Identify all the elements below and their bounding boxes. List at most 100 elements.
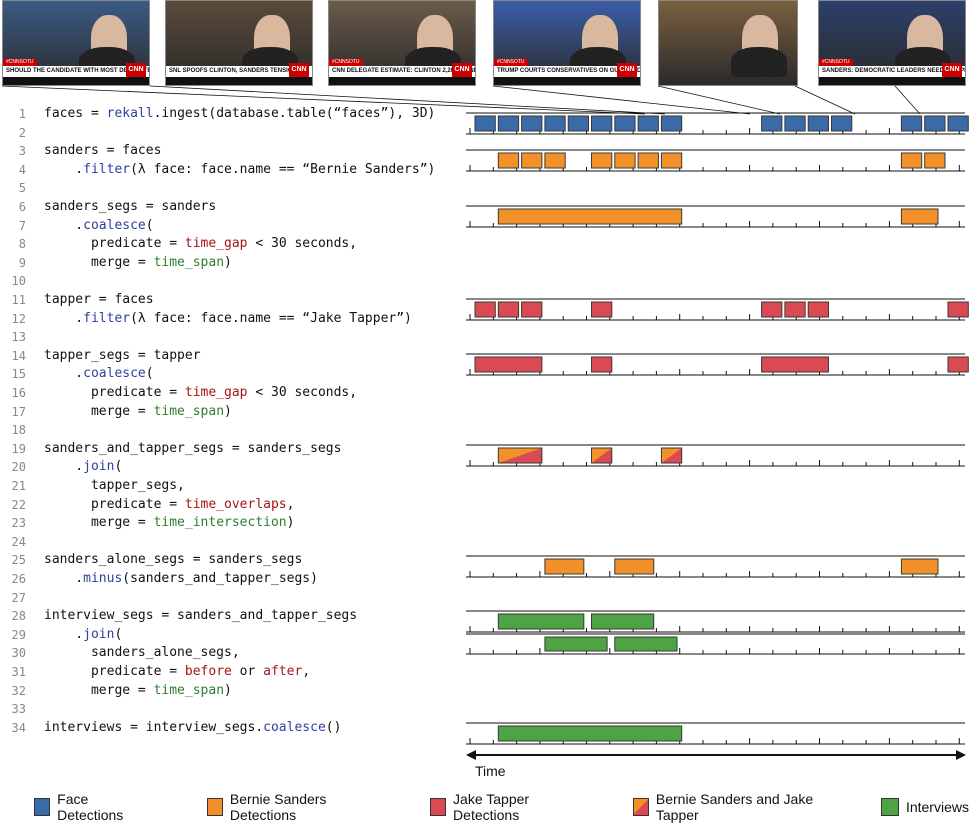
code-line: interview_segs = sanders_and_tapper_segs (44, 608, 357, 623)
segment-interview_segs_a (497, 613, 585, 630)
time-axis-right-arrow (956, 750, 966, 760)
thumbnail-ticker (819, 77, 965, 85)
code-line: .coalesce( (44, 366, 153, 382)
segment-faces (497, 115, 520, 132)
cnn-logo: CNN (942, 63, 962, 77)
segment-sanders (660, 152, 683, 169)
segment-tapper (807, 301, 829, 318)
line-number: 17 (11, 404, 26, 419)
line-number: 8 (18, 237, 26, 252)
code-line: tapper_segs = tapper (44, 348, 201, 363)
code-token: sanders = faces (44, 143, 162, 159)
segment-sanders (591, 152, 613, 169)
thumbnail-banner: CNN DELEGATE ESTIMATE: CLINTON 2,267; SA… (329, 66, 475, 77)
segment-sanders (521, 152, 543, 169)
code-line: sanders_alone_segs = sanders_segs (44, 552, 302, 567)
segment-tapper (497, 301, 520, 318)
time-axis-label: Time (475, 763, 506, 779)
legend-label: Bernie Sanders and Jake Tapper (655, 791, 814, 823)
thumbnail-connector-line (657, 85, 781, 115)
segment-faces (761, 115, 783, 132)
code-token: predicate = (44, 385, 185, 400)
legend-label: Jake Tapper Detections (453, 791, 530, 823)
code-line: merge = time_intersection) (44, 515, 295, 530)
code-token: before (184, 664, 232, 679)
line-number: 14 (11, 348, 26, 363)
code-token: , (302, 664, 311, 679)
line-number: 7 (18, 218, 26, 233)
code-token: interview_segs = sanders_and_tapper_segs (44, 608, 358, 624)
segment-sanders_and_tapper_segs (660, 447, 683, 464)
line-number: 19 (11, 441, 26, 456)
code-line: predicate = time_overlaps, (44, 497, 295, 512)
code-token: or (231, 664, 264, 679)
line-number: 28 (11, 609, 26, 624)
code-line: .filter(λ face: face.name == “Jake Tappe… (44, 311, 412, 326)
cnn-logo: CNN (289, 63, 309, 77)
code-line: predicate = time_gap < 30 seconds, (44, 385, 357, 400)
line-number: 33 (11, 702, 26, 717)
line-number: 2 (18, 125, 26, 140)
code-line: interviews = interview_segs.coalesce() (44, 720, 341, 735)
segment-sanders_alone_segs (544, 558, 585, 575)
segment-sanders (497, 152, 520, 169)
code-token: rekall (106, 106, 154, 121)
code-token: merge = (44, 403, 154, 419)
code-token: time_gap (184, 385, 248, 400)
thumbnail-ticker (329, 77, 475, 85)
line-number: 16 (11, 386, 26, 400)
code-token: ( (114, 459, 123, 475)
code-token: () (325, 719, 342, 735)
cnn-logo: CNN (617, 63, 637, 77)
code-line: .join( (44, 459, 122, 474)
thumbnail-connector-line (492, 85, 751, 115)
code-line: .filter(λ face: face.name == “Bernie San… (44, 162, 435, 177)
segment-faces (544, 115, 566, 132)
code-token: coalesce (83, 366, 146, 382)
thumbnail-connector-line (1, 85, 646, 115)
line-number: 34 (11, 720, 26, 735)
line-number: 10 (11, 274, 26, 289)
code-token: time_span (153, 403, 225, 419)
code-token: . (44, 571, 84, 586)
segment-sanders_segs (900, 208, 939, 225)
segment-sanders (637, 152, 659, 169)
segment-faces (660, 115, 683, 132)
thumbnail-banner: SHOULD THE CANDIDATE WITH MOST DELEGATES… (3, 66, 149, 77)
code-line: sanders_and_tapper_segs = sanders_segs (44, 441, 341, 456)
line-number: 6 (18, 200, 26, 214)
segment-faces (614, 115, 636, 132)
thumbnail-connector-line (149, 85, 666, 115)
code-token: after (263, 664, 303, 679)
code-line: merge = time_span) (44, 683, 232, 698)
person-suit (730, 47, 787, 77)
segment-tapper (591, 301, 613, 318)
code-token: coalesce (263, 719, 326, 735)
code-line: sanders_alone_segs, (44, 645, 240, 660)
code-token: . (44, 626, 84, 642)
segment-interview_segs_b (614, 636, 678, 652)
segment-tapper_segs (591, 356, 613, 373)
thumbnail-hashtag: #CNNSOTU (329, 59, 363, 66)
timeline-diagram (1, 85, 969, 760)
thumbnail-hashtag: #CNNSOTU (819, 59, 853, 66)
segment-sanders_alone_segs (614, 558, 655, 575)
code-token: sanders_segs = sanders (44, 199, 217, 214)
segment-tapper (521, 301, 543, 318)
code-line: tapper_segs, (44, 478, 185, 493)
code-token: ) (224, 403, 232, 419)
legend-swatch (880, 798, 899, 816)
segment-interview_segs_b (544, 636, 608, 652)
line-number: 11 (11, 293, 26, 307)
segment-faces (521, 115, 543, 132)
code-line: faces = rekall.ingest(database.table(“fa… (44, 106, 435, 121)
legend-swatch (429, 798, 447, 816)
code-line: merge = time_span) (44, 404, 232, 419)
legend-item: Interviews (880, 798, 969, 816)
line-number: 1 (18, 107, 26, 121)
segment-faces (807, 115, 829, 132)
code-token: time_gap (184, 236, 248, 252)
code-token: . (44, 366, 84, 382)
segment-tapper (474, 301, 496, 318)
